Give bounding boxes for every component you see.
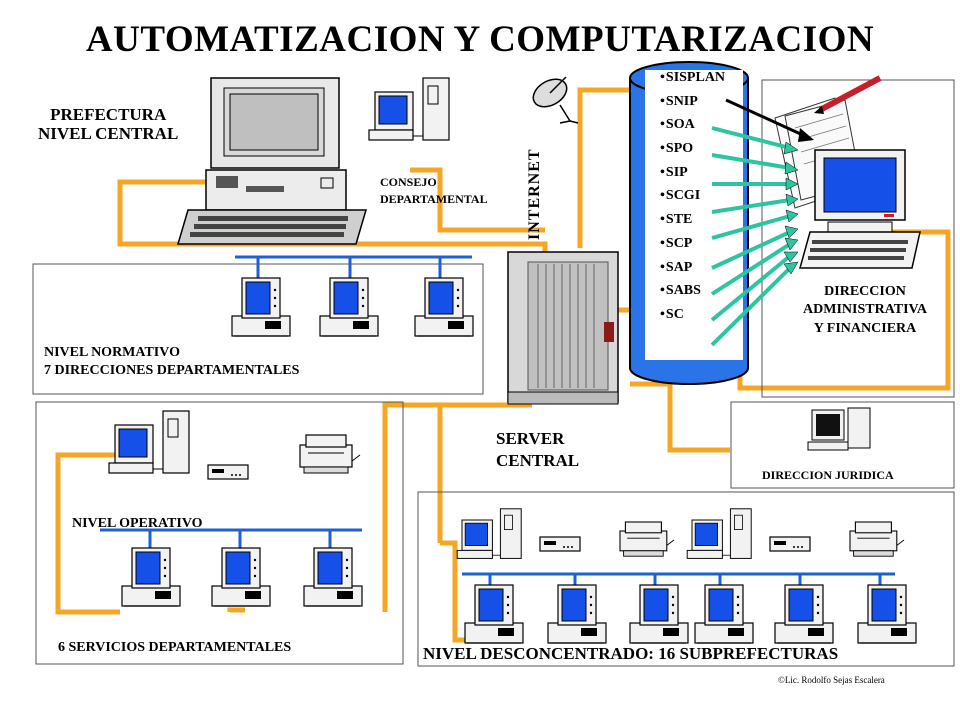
computer-icon: [319, 277, 379, 337]
hub-icon: [539, 536, 581, 552]
system-item: SC: [660, 303, 725, 327]
system-item: SOA: [660, 113, 725, 137]
prefectura-line2: NIVEL CENTRAL: [38, 123, 179, 143]
hub-icon: [207, 464, 249, 480]
internet-label: INTERNET: [526, 148, 543, 240]
computer-icon: [464, 584, 524, 644]
tower-pc-icon: [456, 508, 522, 559]
dir-admin-line1: DIRECCION: [824, 284, 906, 299]
juridica-computer-icon: [807, 407, 871, 451]
dir-admin-line2: ADMINISTRATIVA: [803, 302, 927, 318]
consejo-line1: CONSEJO: [380, 175, 437, 189]
consejo-computer-icon: [368, 77, 450, 141]
printer-icon: [299, 434, 361, 474]
pencil-icon: [814, 75, 882, 114]
operativo-devices: [108, 410, 363, 607]
dir-admin-line3: Y FINANCIERA: [813, 320, 917, 336]
prefectura-label: PREFECTURA NIVEL CENTRAL: [38, 105, 179, 143]
computer-icon: [774, 584, 834, 644]
servicios-label: 6 SERVICIOS DEPARTAMENTALES: [58, 640, 292, 655]
admin-computer-icon: [799, 149, 921, 269]
computer-icon: [231, 277, 291, 337]
operativo-label: NIVEL OPERATIVO: [72, 516, 203, 531]
computer-icon: [211, 547, 271, 607]
section-frames: [32, 79, 955, 667]
desconcentrado-label: NIVEL DESCONCENTRADO: 16 SUBPREFECTURAS: [423, 644, 839, 663]
prefectura-computer-icon: [176, 77, 368, 245]
tower-pc-icon: [686, 508, 752, 559]
system-item: SIP: [660, 161, 725, 185]
computer-icon: [414, 277, 474, 337]
prefectura-line1: PREFECTURA: [50, 105, 167, 124]
satellite-dish-icon: [532, 76, 579, 124]
credit-text: ©Lic. Rodolfo Sejas Escalera: [778, 675, 885, 685]
sisplan-arrow: [725, 98, 814, 142]
dir-juridica-label: DIRECCION JURIDICA: [762, 468, 894, 482]
consejo-line2: DEPARTAMENTAL: [380, 192, 488, 207]
normativo-line1: NIVEL NORMATIVO: [44, 345, 180, 360]
normativo-line2: 7 DIRECCIONES DEPARTAMENTALES: [44, 363, 300, 379]
desconcentrado-devices: [456, 508, 917, 644]
tower-pc-icon: [108, 410, 190, 474]
computer-icon: [547, 584, 607, 644]
system-item: SCGI: [660, 184, 725, 208]
system-arrow-heads: [783, 141, 799, 275]
dir-admin-label: DIRECCION ADMINISTRATIVA Y FINANCIERA: [780, 284, 950, 336]
system-item: SPO: [660, 137, 725, 161]
system-item: SABS: [660, 279, 725, 303]
computer-icon: [629, 584, 689, 644]
system-item: STE: [660, 208, 725, 232]
server-line1: SERVER: [496, 429, 565, 448]
page-title: AUTOMATIZACION Y COMPUTARIZACION: [85, 19, 875, 60]
computer-icon: [121, 547, 181, 607]
orange-network-lines: [55, 87, 951, 643]
computer-icon: [303, 547, 363, 607]
consejo-label: CONSEJO DEPARTAMENTAL: [380, 175, 488, 207]
server-label: SERVER CENTRAL: [496, 429, 580, 470]
computer-icon: [857, 584, 917, 644]
computer-icon: [694, 584, 754, 644]
systems-list: SISPLAN SNIP SOA SPO SIP SCGI STE SCP SA…: [660, 66, 725, 327]
normativo-computers: [231, 277, 474, 337]
system-item: SNIP: [660, 90, 725, 114]
server-line2: CENTRAL: [496, 450, 580, 470]
printer-icon: [619, 521, 675, 557]
hub-icon: [769, 536, 811, 552]
normativo-label: NIVEL NORMATIVO 7 DIRECCIONES DEPARTAMEN…: [44, 345, 299, 379]
server-rack-icon: [507, 251, 619, 405]
system-item: SISPLAN: [660, 66, 725, 90]
system-item: SCP: [660, 232, 725, 256]
system-item: SAP: [660, 256, 725, 280]
printer-icon: [849, 521, 905, 557]
